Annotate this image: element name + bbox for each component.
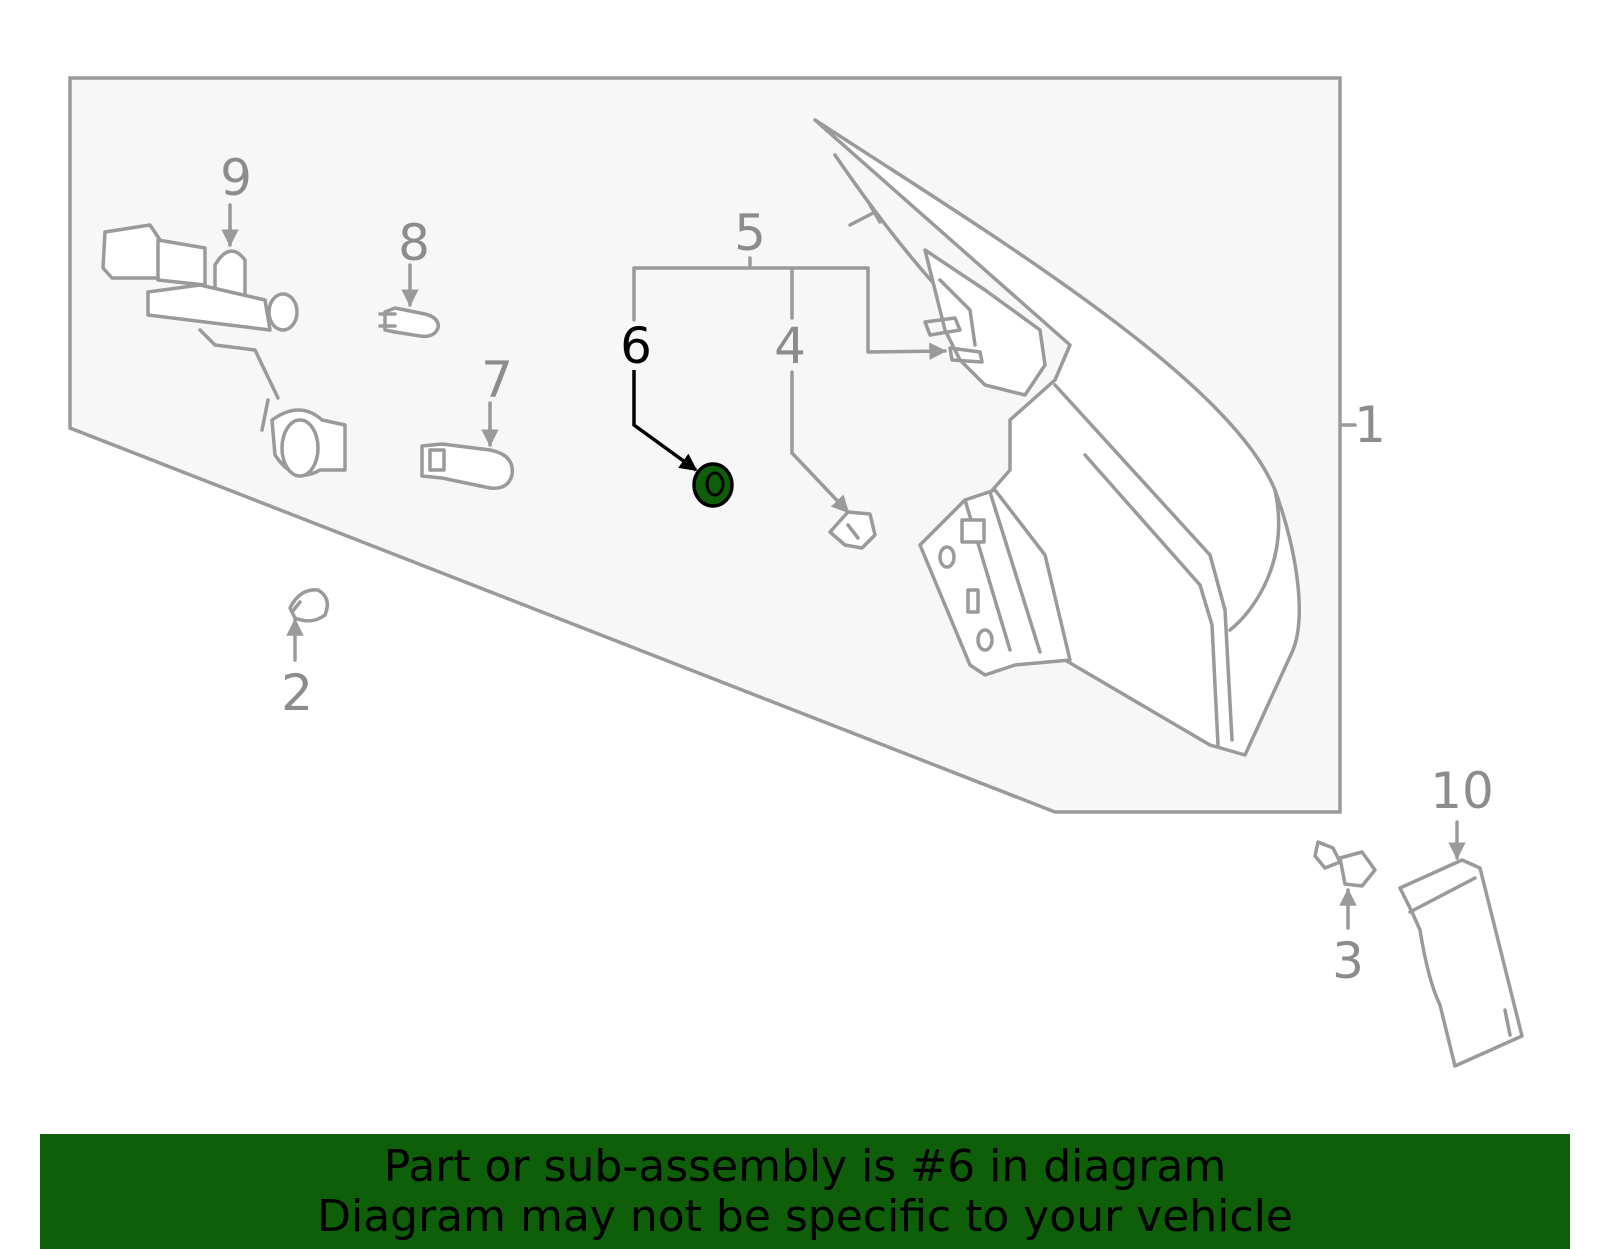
banner-line-1: Part or sub-assembly is #6 in diagram [383,1141,1227,1192]
callout-2: 2 [281,664,313,722]
callout-5: 5 [734,204,766,262]
wedge-bulb-small[interactable] [378,306,440,339]
info-banner: Part or sub-assembly is #6 in diagram Di… [40,1134,1570,1249]
bolt-part-3[interactable] [1313,840,1377,888]
callout-3: 3 [1332,932,1364,990]
callout-10: 10 [1430,762,1494,820]
callout-7: 7 [481,351,513,409]
callout-9: 9 [220,149,252,207]
leader-5-bracket [632,256,945,352]
leader-4 [790,370,850,514]
callout-4: 4 [774,317,806,375]
callout-6: 6 [620,317,652,375]
tail-lamp-assembly[interactable] [813,118,1301,757]
wedge-bulb-large[interactable] [420,442,515,490]
banner-line-2: Diagram may not be specific to your vehi… [317,1191,1293,1242]
bracket-part-10[interactable] [1398,858,1524,1068]
grommet-part-6[interactable] [692,462,734,508]
callout-1: 1 [1354,396,1386,454]
callout-8: 8 [398,214,430,272]
screw-part-2[interactable] [288,588,330,623]
socket-harness[interactable] [101,223,347,478]
leader-6 [632,370,698,472]
